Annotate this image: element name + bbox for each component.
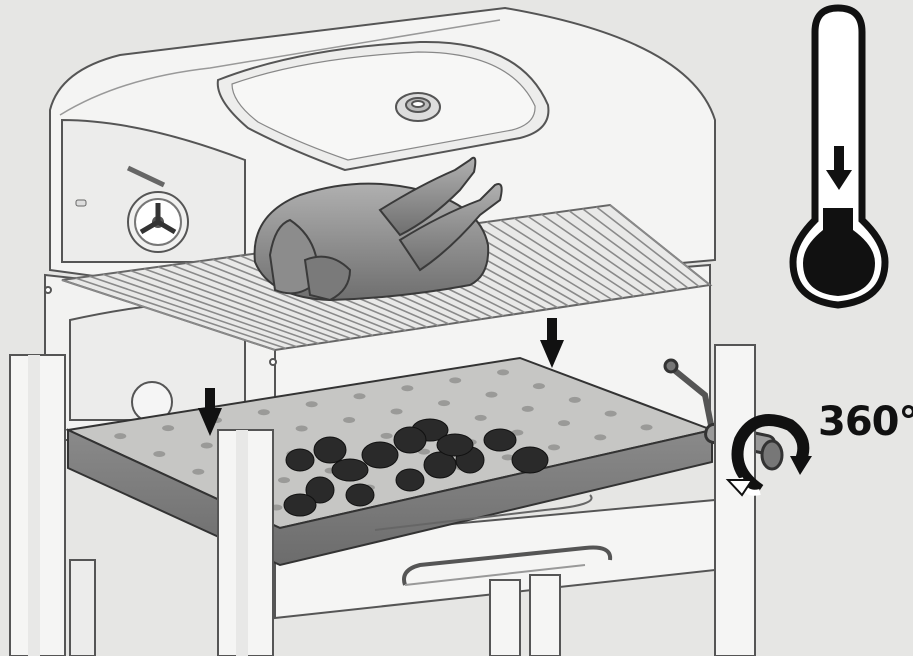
rotation-label: 360° bbox=[818, 402, 913, 442]
tray-hole bbox=[296, 426, 308, 432]
charcoal-piece bbox=[394, 427, 426, 453]
charcoal-piece bbox=[437, 434, 473, 456]
tray-hole bbox=[449, 377, 461, 383]
charcoal-piece bbox=[346, 484, 374, 506]
tray-hole bbox=[522, 406, 534, 412]
tray-hole bbox=[558, 420, 570, 426]
tray-hole bbox=[594, 434, 606, 440]
tray-hole bbox=[306, 401, 318, 407]
tray-hole bbox=[605, 411, 617, 417]
thermometer-icon bbox=[793, 8, 885, 305]
charcoal-piece bbox=[314, 437, 346, 463]
tray-hole bbox=[401, 385, 413, 391]
tray-hole bbox=[258, 409, 270, 415]
charcoal-piece bbox=[332, 459, 368, 481]
tray-hole bbox=[641, 424, 653, 430]
tray-hole bbox=[343, 417, 355, 423]
charcoal-piece bbox=[284, 494, 316, 516]
charcoal-piece bbox=[484, 429, 516, 451]
tray-hole bbox=[354, 393, 366, 399]
charcoal-piece bbox=[396, 469, 424, 491]
tray-hole bbox=[485, 392, 497, 398]
tray-hole bbox=[569, 397, 581, 403]
tray-hole bbox=[278, 477, 290, 483]
tray-hole bbox=[114, 433, 126, 439]
tray-hole bbox=[381, 433, 393, 439]
tray-hole bbox=[548, 444, 560, 450]
tray-hole bbox=[192, 469, 204, 475]
charcoal-piece bbox=[362, 442, 398, 468]
charcoal-piece bbox=[286, 449, 314, 471]
charcoal-piece bbox=[512, 447, 548, 473]
tray-hole bbox=[153, 451, 165, 457]
tray-hole bbox=[438, 400, 450, 406]
tray-hole bbox=[533, 383, 545, 389]
tray-hole bbox=[162, 425, 174, 431]
tray-hole bbox=[497, 369, 509, 375]
tray-hole bbox=[201, 442, 213, 448]
tray-hole bbox=[475, 415, 487, 421]
tray-hole bbox=[391, 409, 403, 415]
